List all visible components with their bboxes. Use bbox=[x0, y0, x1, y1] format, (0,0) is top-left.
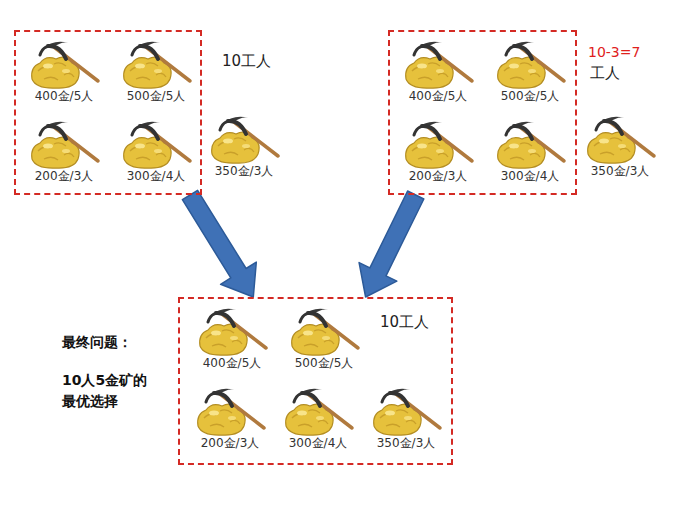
mine-label: 200金/3人 bbox=[398, 169, 478, 183]
gold-mine: 200金/3人 bbox=[398, 117, 478, 189]
worker-count: 工人 bbox=[590, 64, 620, 82]
mine-label: 400金/5人 bbox=[398, 89, 478, 103]
mine-label: 350金/3人 bbox=[366, 436, 446, 450]
worker-count: 10工人 bbox=[222, 52, 271, 70]
gold-mine: 200金/3人 bbox=[190, 384, 270, 456]
gold-mine-illustration bbox=[24, 37, 104, 93]
mine-label: 200金/3人 bbox=[24, 169, 104, 183]
worker-count: 10工人 bbox=[380, 313, 429, 331]
gold-mine: 300金/4人 bbox=[278, 384, 358, 456]
gold-mine: 350金/3人 bbox=[366, 384, 446, 456]
mine-label: 300金/4人 bbox=[278, 436, 358, 450]
gold-mine: 300金/4人 bbox=[490, 117, 570, 189]
block-arrow bbox=[182, 190, 256, 297]
gold-mine: 500金/5人 bbox=[284, 304, 364, 376]
question-text: 10人5金矿的 最优选择 bbox=[62, 370, 174, 412]
gold-mine-illustration bbox=[116, 37, 196, 93]
mine-label: 350金/3人 bbox=[204, 164, 284, 178]
gold-mine-illustration bbox=[490, 37, 570, 93]
group-box: 10工人 400金/5人 500金/5人 200金/3人 300金/4人 350金/3人 bbox=[178, 297, 453, 465]
gold-mine-illustration bbox=[24, 117, 104, 173]
gold-mine: 400金/5人 bbox=[24, 37, 104, 109]
mine-label: 500金/5人 bbox=[490, 89, 570, 103]
question-text: 最终问题： bbox=[62, 332, 132, 353]
mine-label: 400金/5人 bbox=[192, 356, 272, 370]
mine-label: 350金/3人 bbox=[580, 164, 660, 178]
mine-label: 500金/5人 bbox=[284, 356, 364, 370]
gold-mine-illustration bbox=[204, 112, 284, 168]
gold-mine: 350金/3人 bbox=[204, 112, 284, 184]
group-box: 10-3=7工人400金/5人500金/5人200金/3人300金/4人 bbox=[388, 30, 577, 195]
gold-mine-illustration bbox=[490, 117, 570, 173]
gold-mine: 400金/5人 bbox=[192, 304, 272, 376]
mine-label: 500金/5人 bbox=[116, 89, 196, 103]
gold-mine-illustration bbox=[278, 384, 358, 440]
gold-mine: 300金/4人 bbox=[116, 117, 196, 189]
gold-mine: 500金/5人 bbox=[490, 37, 570, 109]
gold-mine-illustration bbox=[192, 304, 272, 360]
gold-mine-illustration bbox=[366, 384, 446, 440]
gold-mine-illustration bbox=[580, 112, 660, 168]
worker-count: 10-3=7 bbox=[588, 44, 640, 61]
mine-label: 400金/5人 bbox=[24, 89, 104, 103]
mine-label: 200金/3人 bbox=[190, 436, 270, 450]
gold-mine-illustration bbox=[116, 117, 196, 173]
gold-mine-illustration bbox=[398, 37, 478, 93]
mine-label: 300金/4人 bbox=[490, 169, 570, 183]
gold-mine: 400金/5人 bbox=[398, 37, 478, 109]
gold-mine: 200金/3人 bbox=[24, 117, 104, 189]
gold-mine: 500金/5人 bbox=[116, 37, 196, 109]
gold-mine: 350金/3人 bbox=[580, 112, 660, 184]
group-box: 10工人400金/5人500金/5人200金/3人300金/4人 bbox=[14, 30, 202, 195]
gold-mine-illustration bbox=[284, 304, 364, 360]
block-arrow bbox=[359, 191, 424, 297]
gold-mine-illustration bbox=[398, 117, 478, 173]
gold-mine-illustration bbox=[190, 384, 270, 440]
mine-label: 300金/4人 bbox=[116, 169, 196, 183]
